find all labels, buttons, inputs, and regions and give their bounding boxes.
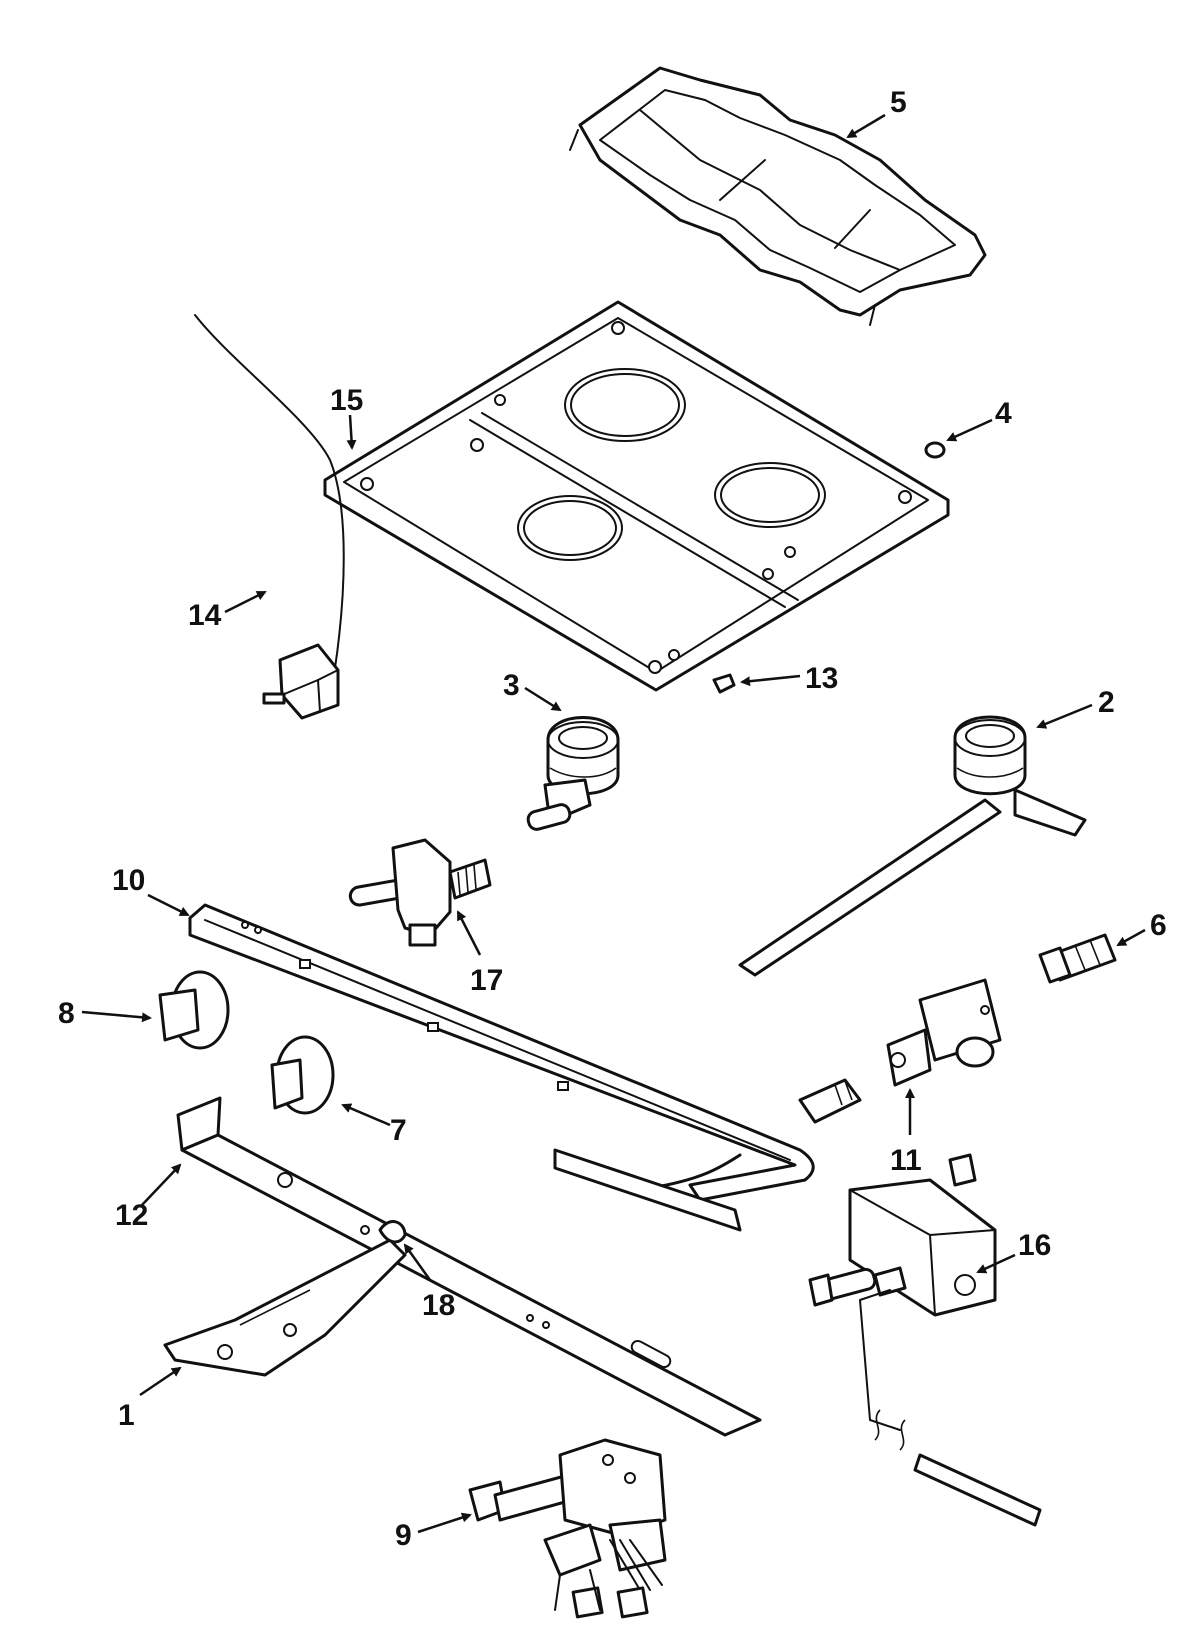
callout-8: 8 [58,997,75,1030]
leader-7 [341,1103,391,1127]
burner-bracket-part [163,1238,407,1377]
callout-1: 1 [118,1399,135,1432]
ignition-switch-part [194,314,345,720]
leader-12 [141,1163,182,1206]
callout-5: 5 [890,86,907,119]
mounting-bracket-part [176,1096,762,1437]
callout-12: 12 [115,1199,148,1232]
callout-18: 18 [422,1289,455,1322]
leader-15 [346,414,357,450]
callout-15: 15 [330,384,363,417]
grommet-part [924,441,946,459]
callout-9: 9 [395,1519,412,1552]
leader-8 [81,1010,152,1023]
leader-4 [946,418,993,442]
spring-clip-part [378,1220,407,1244]
gas-manifold-part [188,903,862,1232]
leader-18 [403,1243,432,1281]
callout-17: 17 [470,964,503,997]
callout-7: 7 [390,1114,407,1147]
fitting-part [1038,933,1117,984]
pressure-regulator-part [886,978,1002,1087]
callout-labels: 5 15 4 14 13 3 2 10 17 6 8 7 11 12 16 18… [58,86,1167,1552]
callout-4: 4 [995,397,1012,430]
callout-16: 16 [1018,1229,1051,1262]
callout-6: 6 [1150,909,1167,942]
callout-13: 13 [805,662,838,695]
leader-9 [417,1512,472,1534]
leader-1 [139,1366,182,1397]
leader-6 [1116,928,1146,947]
orifice-fitting-part [348,838,492,947]
leader-3 [524,686,562,712]
leader-5 [846,113,886,139]
leader-13 [740,674,801,687]
leader-14 [224,590,267,614]
knob-part [158,970,230,1050]
leader-2 [1036,703,1093,729]
callout-14: 14 [188,599,222,632]
leader-arrows [81,113,1146,1534]
callout-10: 10 [112,864,145,897]
burner-grate-part [569,66,987,326]
thermostat-valve-part [808,1153,1042,1527]
callout-2: 2 [1098,686,1115,719]
pilot-burner-part [468,1438,667,1619]
cooktop-part [323,300,950,692]
callout-3: 3 [503,669,520,702]
callout-11: 11 [890,1144,922,1177]
screw-part [712,673,736,694]
knob-part-2 [270,1035,335,1115]
left-burner-part [526,716,620,831]
leader-16 [976,1253,1016,1274]
leader-10 [147,893,190,917]
leader-17 [456,910,482,956]
right-burner-part [738,715,1087,977]
